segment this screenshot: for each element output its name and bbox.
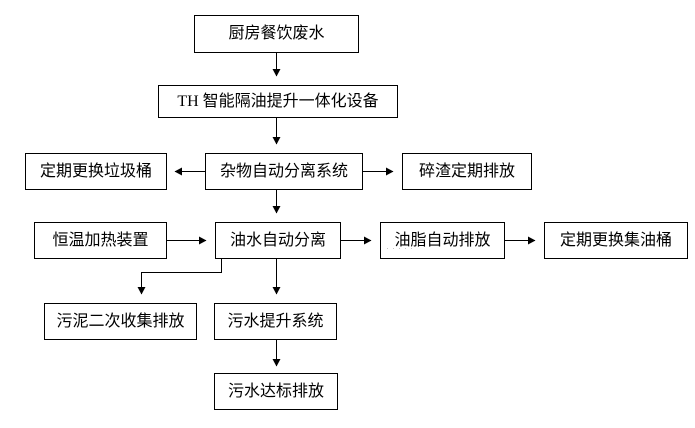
node-sewage-compliant-discharge[interactable]: 污水达标排放	[214, 373, 338, 410]
node-constant-temperature-heating-device[interactable]: 恒温加热装置	[34, 222, 167, 259]
node-label: 厨房餐饮废水	[228, 25, 325, 42]
node-sewage-lift-system[interactable]: 污水提升系统	[214, 303, 337, 340]
node-grease-auto-discharge[interactable]: 油脂自动排放	[380, 222, 505, 259]
node-label: 定期更换垃圾桶	[39, 162, 152, 180]
node-label: 定期更换集油桶	[559, 231, 672, 249]
node-label: 污泥二次收集排放	[56, 312, 185, 330]
node-periodic-trash-bin-replacement[interactable]: 定期更换垃圾桶	[25, 153, 167, 190]
node-label: 污水提升系统	[227, 312, 324, 330]
node-label: 杂物自动分离系统	[219, 162, 348, 180]
node-label: 污水达标排放	[227, 382, 324, 400]
node-debris-auto-separation-system[interactable]: 杂物自动分离系统	[205, 153, 363, 190]
node-th-integrated-grease-equipment[interactable]: TH 智能隔油提升一体化设备	[158, 85, 398, 118]
node-label: TH 智能隔油提升一体化设备	[177, 92, 379, 110]
node-label: 恒温加热装置	[52, 231, 149, 249]
edge-n6-n10	[137, 258, 223, 295]
node-label: 油水自动分离	[229, 231, 326, 249]
node-oil-water-auto-separation[interactable]: 油水自动分离	[215, 222, 341, 259]
node-sludge-secondary-collection-discharge[interactable]: 污泥二次收集排放	[44, 303, 197, 340]
scan-artifact-dots: ·····	[386, 243, 416, 253]
node-periodic-oil-drum-replacement[interactable]: 定期更换集油桶	[544, 222, 688, 259]
node-kitchen-wastewater[interactable]: 厨房餐饮废水	[194, 15, 359, 53]
node-scheduled-residue-discharge[interactable]: 碎渣定期排放	[402, 153, 532, 190]
node-label: 碎渣定期排放	[418, 162, 515, 180]
